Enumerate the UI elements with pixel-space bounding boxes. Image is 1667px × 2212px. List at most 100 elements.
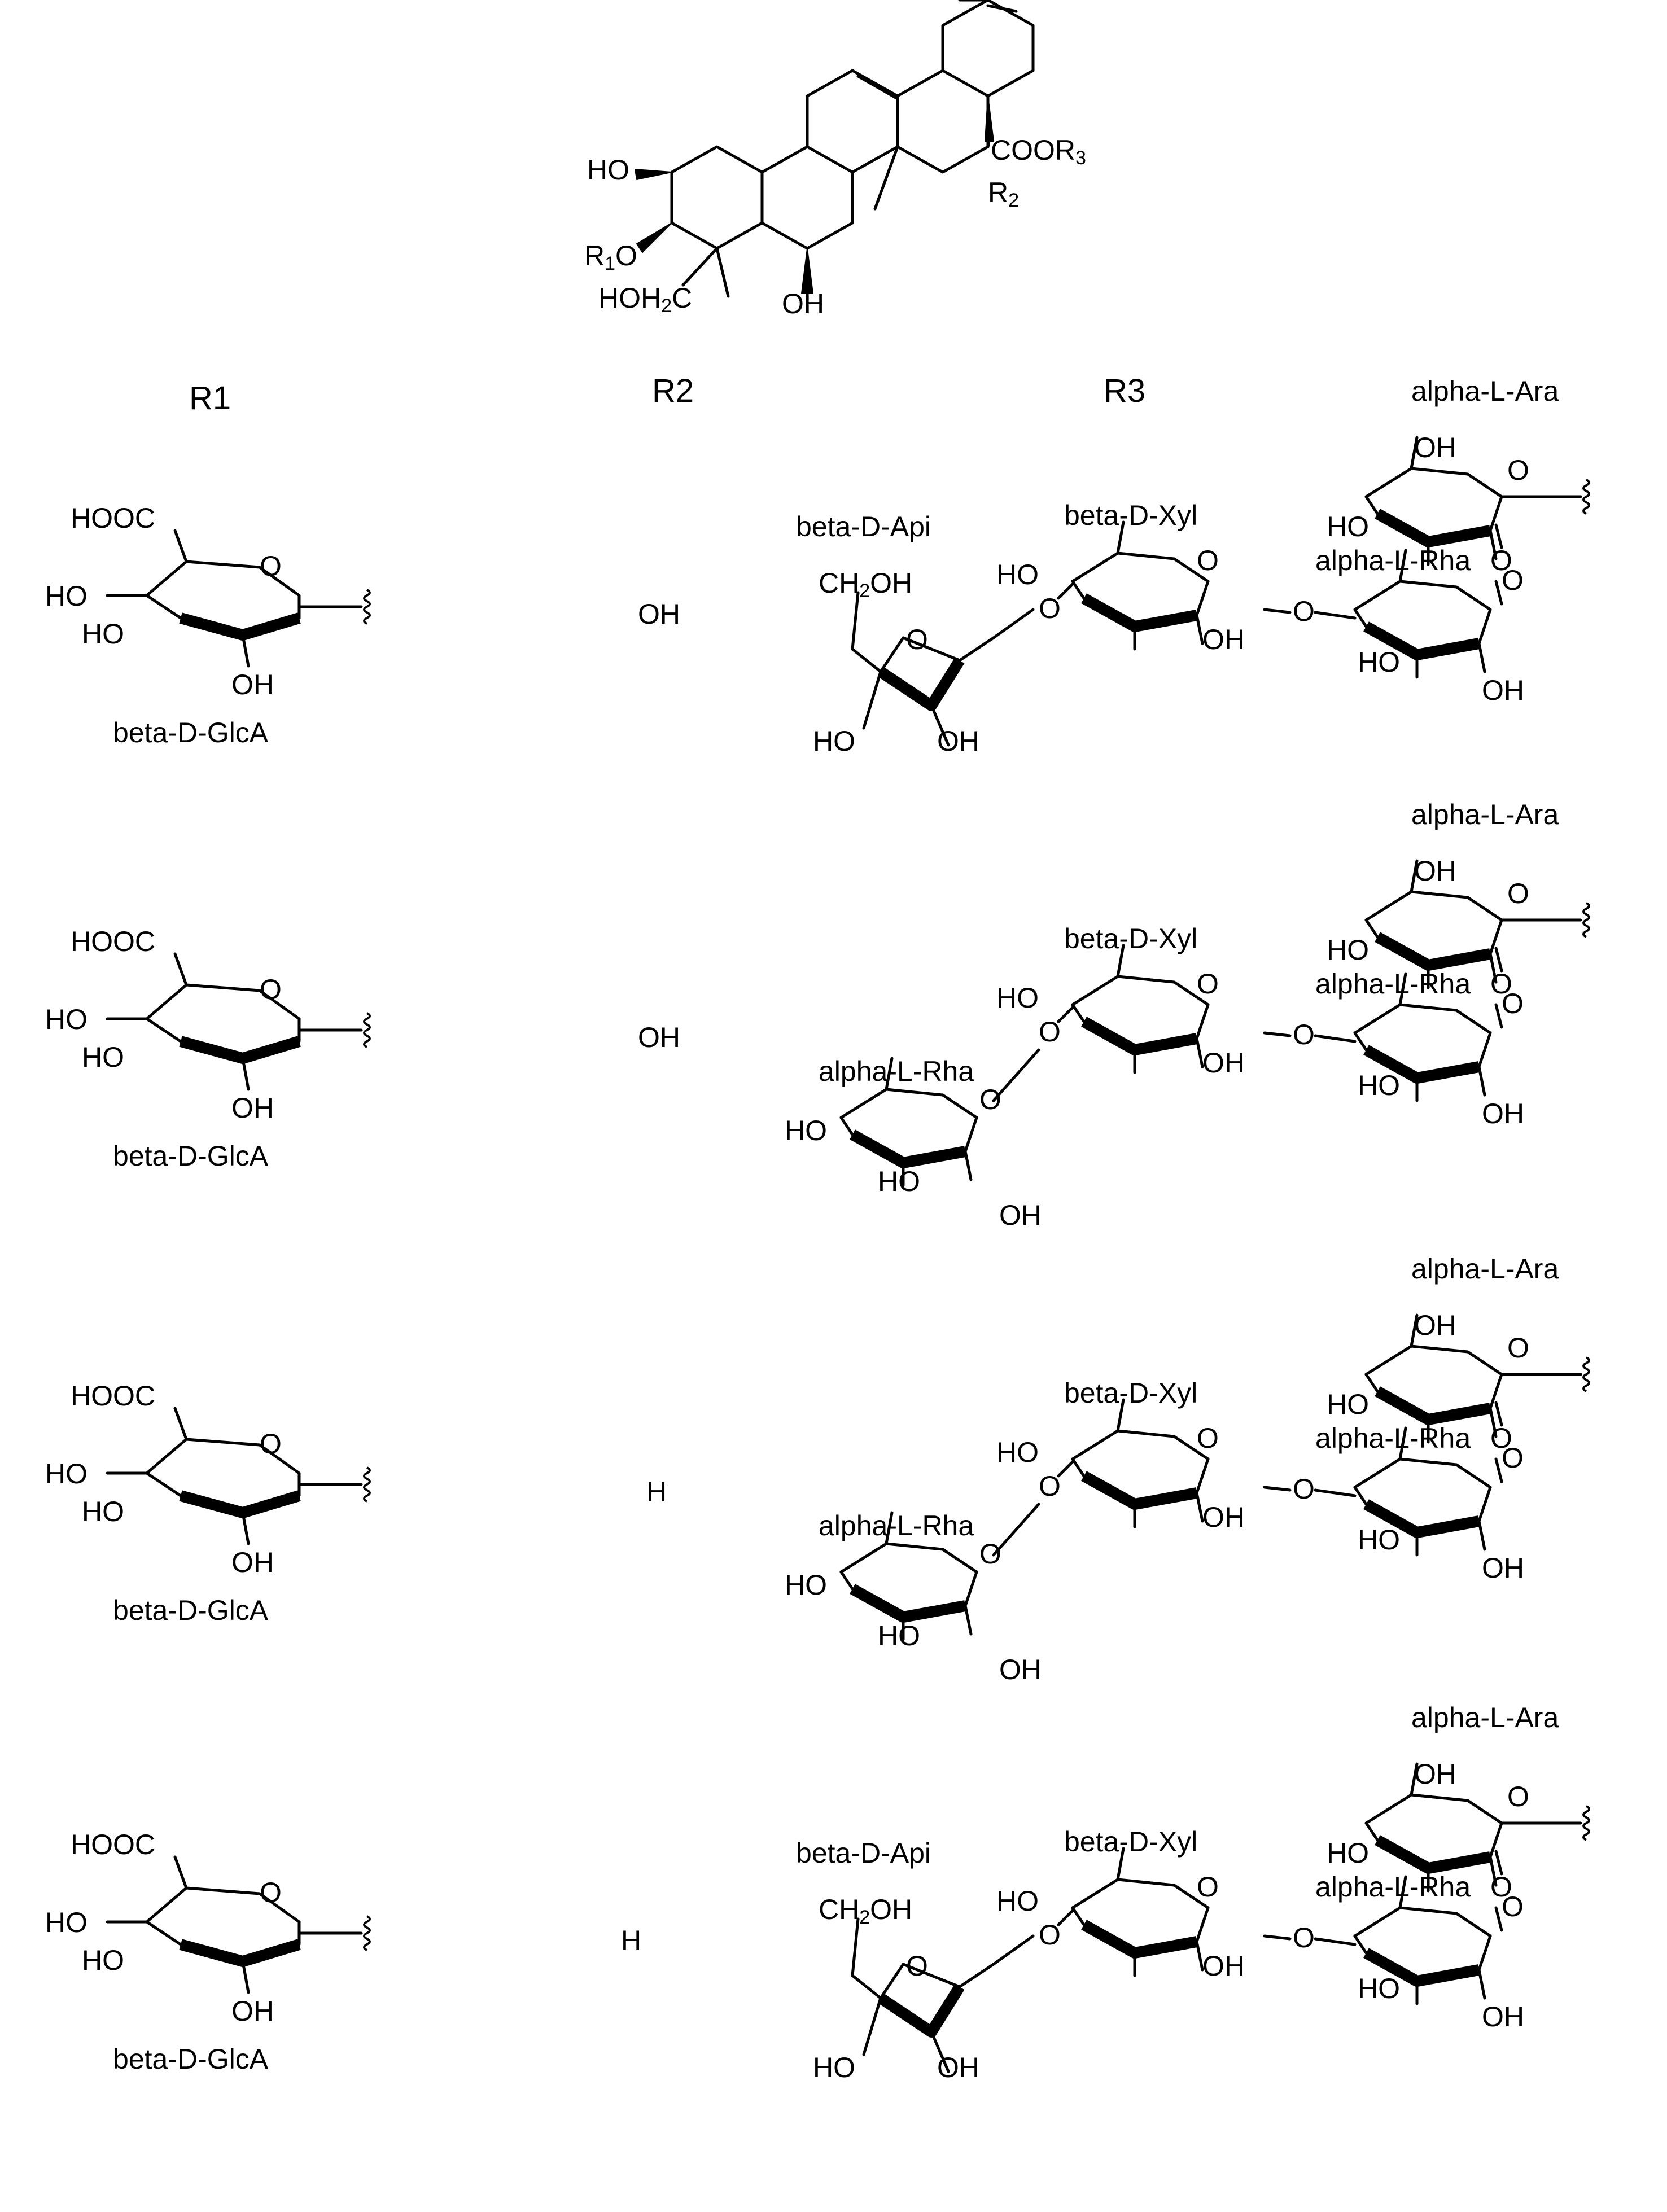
oh-label: OH [1202,1950,1245,1982]
glycosidic-oxygen: O [1293,1019,1315,1050]
bond [1116,520,1125,555]
aglycone-core [635,0,1035,298]
sugar-name-ara: alpha-L-Ara [1411,1253,1559,1285]
bond [1263,608,1292,614]
bond [1489,952,1498,984]
bond [1353,1031,1368,1052]
bond [1314,1937,1357,1946]
bond [1195,1940,1204,1972]
bond [1477,1031,1492,1068]
wavy-attachment-bond [363,1466,371,1503]
glycosidic-oxygen: O [1490,545,1512,576]
oh-label: OH [937,2052,979,2083]
oh-label: OH [1482,1552,1524,1584]
r2-label: R2 [988,177,1019,211]
bond [1353,1934,1368,1955]
sugar-name-xyl: beta-D-Xyl [1064,500,1197,531]
hooc-label: HOOC [71,1829,155,1860]
wavy-attachment-bond [363,589,371,625]
bond [851,591,860,651]
bond [1410,436,1419,470]
ch2oh-label: CH2OH [819,567,912,602]
bond [1494,947,1503,973]
oh-label: OH [231,1547,274,1578]
bond [1071,1429,1210,1461]
bond [1477,642,1486,673]
bond [964,1150,973,1181]
bond [964,1604,973,1636]
bond [1477,1486,1492,1523]
ch2oh-label: CH2OH [819,1894,912,1928]
wavy-attachment-bond [1582,479,1590,515]
ring-oxygen-label: O [1197,1422,1219,1454]
r2-value: OH [638,1022,680,1053]
ring-oxygen-label: O [1502,1442,1524,1474]
wavy-attachment-bond [363,1012,371,1048]
bond [1364,890,1503,922]
ho-label: HO [1358,1973,1400,2004]
ring-oxygen-label: O [1197,545,1219,576]
bond [1494,1457,1503,1483]
oh-label: OH [231,669,274,700]
xyl-ring [1071,520,1210,651]
r1-sugar-name: beta-D-GlcA [113,1140,269,1172]
bond [1494,1850,1503,1876]
sugar-name-ara: alpha-L-Ara [1411,799,1559,830]
bond [1364,1344,1503,1376]
glycosidic-oxygen: O [1039,1919,1061,1951]
sugar-name-xyl: beta-D-Xyl [1064,1826,1197,1858]
column-header-r2: R2 [652,373,694,409]
bond [1263,1031,1292,1037]
oh-label: OH [1482,1098,1524,1129]
ring-front-edge [850,1129,966,1168]
bond [992,1048,1040,1102]
bond [1410,1762,1419,1797]
bond [185,1886,301,1924]
bond [1353,1457,1492,1489]
bond [1263,1486,1292,1492]
oh-label: OH [1202,624,1245,655]
substituent-rows: HOOCOHOHOOHbeta-D-GlcAOHOHHOOalpha-L-Ara… [45,375,1590,2083]
bond [851,1963,905,2000]
ring-oxygen-label: O [1197,968,1219,1000]
bond [241,1057,250,1091]
bond [992,608,1035,639]
bond [1477,1065,1486,1097]
bond [1364,467,1503,498]
bond [930,2030,950,2073]
sugar-name-rha-outer: alpha-L-Rha [819,1055,974,1087]
ho-label: HO [1327,511,1369,542]
bond [1263,1934,1292,1941]
ara-ring [1364,1313,1503,1444]
rha-outer-ring [839,1057,978,1187]
oh-c6-label: OH [782,288,824,319]
bond [1195,1003,1210,1040]
wavy-attachment-bond [1582,1356,1590,1392]
hoh2c-label: HOH2C [598,282,692,317]
sugar-name-rha: alpha-L-Rha [1315,1871,1471,1903]
ho-label: HO [1327,934,1369,966]
bond [839,1116,854,1136]
bond [1398,972,1407,1006]
bond [185,1438,301,1475]
bond [241,1960,250,1994]
bond [1057,1909,1074,1926]
ring-front-edge [1375,1386,1491,1425]
ring-oxygen-label: O [1507,454,1529,486]
bond [1364,918,1379,939]
bond [1071,1906,1086,1926]
ring-oxygen-label: O [260,550,282,582]
sugar-name-xyl: beta-D-Xyl [1064,923,1197,954]
bond [1364,1821,1379,1842]
sugar-name-api: beta-D-Api [796,1837,931,1869]
bond [145,1920,182,1946]
r2-value: OH [638,598,680,630]
bond [145,1886,188,1924]
r1-sugar-name: beta-D-GlcA [113,2043,269,2075]
bond [145,1017,182,1043]
ring-oxygen-label: O [1502,1891,1524,1922]
ring-oxygen-label: O [260,1877,282,1908]
